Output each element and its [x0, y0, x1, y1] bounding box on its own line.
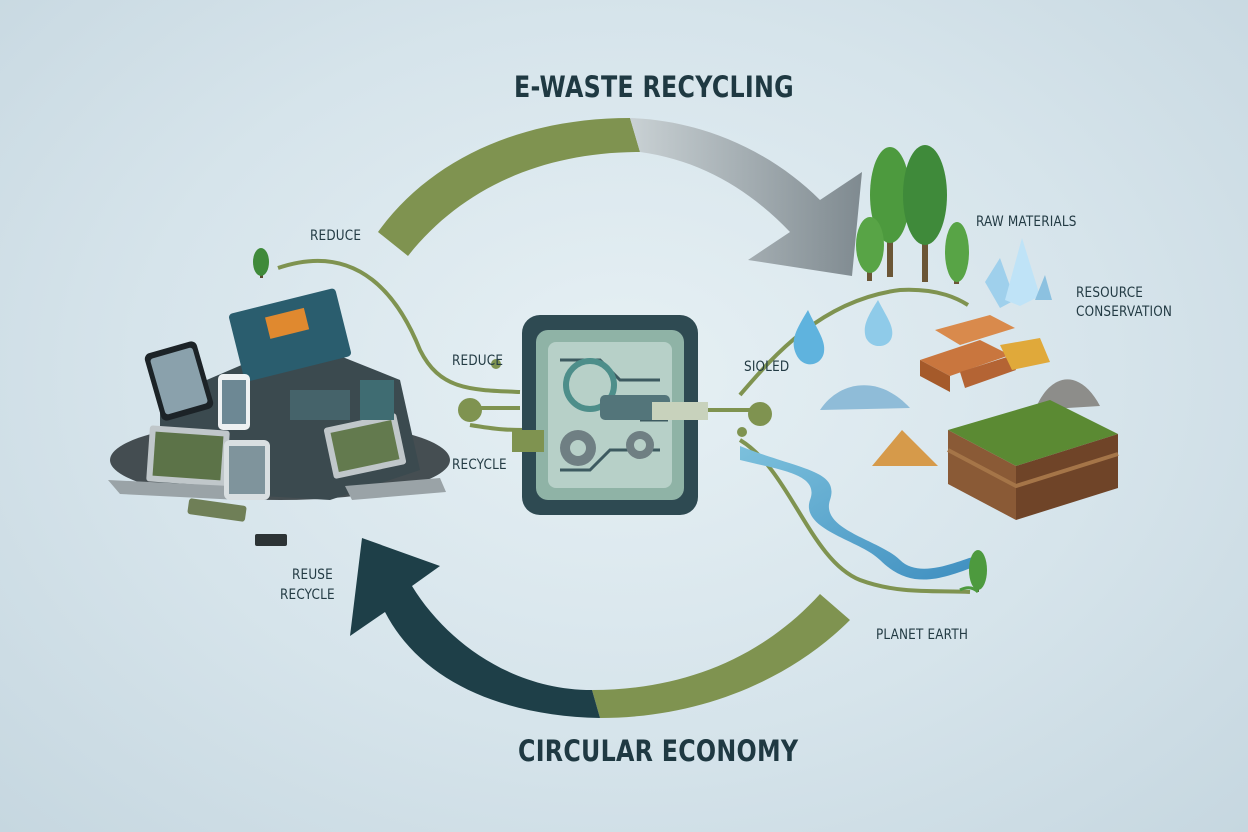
gold-bars-icon	[920, 315, 1050, 392]
e-waste-pile-icon	[108, 288, 450, 546]
copper-ore-icon	[872, 430, 938, 466]
gear-icon	[560, 430, 596, 466]
label-reduce-left: REDUCE	[452, 352, 503, 370]
label-conservation: CONSERVATION	[1076, 303, 1172, 321]
label-resource: RESOURCE	[1076, 284, 1143, 302]
label-reuse: REUSE	[292, 566, 333, 584]
label-raw-materials: RAW MATERIALS	[976, 213, 1077, 231]
gear-icon	[626, 431, 654, 459]
sapling-icon	[960, 550, 987, 592]
crystal-icon	[985, 238, 1052, 308]
tree-icon	[903, 145, 947, 282]
circuit-chip-icon	[512, 315, 708, 515]
tree-icon	[856, 217, 884, 281]
label-recycle-bottom: RECYCLE	[280, 586, 335, 604]
river-icon	[740, 446, 976, 580]
tree-icon	[253, 248, 269, 278]
water-drop-icon	[865, 300, 893, 346]
diagram-title-top: E-WASTE RECYCLING	[514, 70, 794, 104]
top-arrow	[378, 118, 862, 276]
diagram-title-bottom: CIRCULAR ECONOMY	[518, 734, 798, 768]
tree-icon	[945, 222, 969, 284]
label-reduce-top: REDUCE	[310, 227, 361, 245]
label-recycle-left: RECYCLE	[452, 456, 507, 474]
label-planet-earth: PLANET EARTH	[876, 626, 968, 644]
label-soldered-right: SIOLED	[744, 358, 789, 376]
soil-block-icon	[948, 400, 1118, 520]
bottom-arrow	[350, 538, 850, 718]
